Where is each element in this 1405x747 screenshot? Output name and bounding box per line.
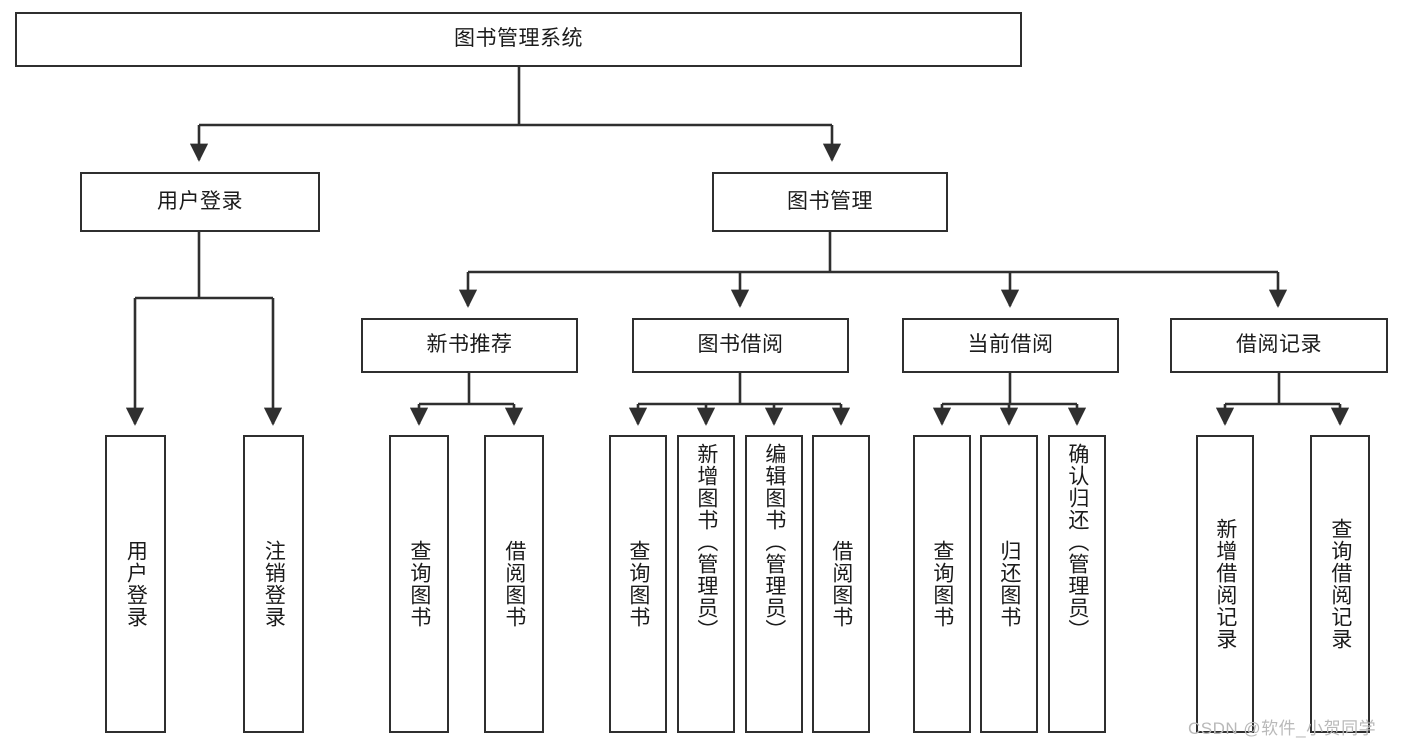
node-root-label: 图书管理系统	[454, 27, 583, 51]
leaf-query-borrow-record[interactable]: 查询借阅记录	[1310, 435, 1370, 733]
node-current-borrow[interactable]: 当前借阅	[902, 318, 1119, 373]
leaf-add-book[interactable]: 新增图书（管理员）	[677, 435, 735, 733]
leaf-confirm-return-label: 确认归还（管理员）	[1065, 443, 1089, 641]
leaf-query-book-rec[interactable]: 查询图书	[389, 435, 449, 733]
leaf-add-borrow-record-label: 新增借阅记录	[1213, 518, 1237, 650]
node-user-login-label: 用户登录	[157, 189, 243, 213]
csdn-watermark: CSDN @软件_小贺同学	[1188, 719, 1377, 738]
leaf-query-book-rec-label: 查询图书	[407, 540, 431, 628]
node-book-manage[interactable]: 图书管理	[712, 172, 948, 232]
leaf-add-borrow-record[interactable]: 新增借阅记录	[1196, 435, 1254, 733]
leaf-user-logout[interactable]: 注销登录	[243, 435, 304, 733]
leaf-user-login-label: 用户登录	[124, 540, 148, 628]
node-borrow-record[interactable]: 借阅记录	[1170, 318, 1388, 373]
leaf-confirm-return[interactable]: 确认归还（管理员）	[1048, 435, 1106, 733]
node-current-borrow-label: 当前借阅	[967, 333, 1054, 357]
node-root[interactable]: 图书管理系统	[15, 12, 1022, 67]
node-user-login[interactable]: 用户登录	[80, 172, 320, 232]
leaf-query-book-cb-label: 查询图书	[930, 540, 954, 628]
node-borrow-record-label: 借阅记录	[1236, 333, 1322, 357]
leaf-return-book-label: 归还图书	[997, 540, 1021, 628]
leaf-query-book-cb[interactable]: 查询图书	[913, 435, 971, 733]
node-book-borrow[interactable]: 图书借阅	[632, 318, 849, 373]
leaf-borrow-book-rec-label: 借阅图书	[502, 540, 526, 628]
leaf-return-book[interactable]: 归还图书	[980, 435, 1038, 733]
leaf-user-login[interactable]: 用户登录	[105, 435, 166, 733]
node-new-book-rec-label: 新书推荐	[426, 333, 513, 357]
leaf-add-book-label: 新增图书（管理员）	[694, 443, 718, 641]
leaf-edit-book-label: 编辑图书（管理员）	[762, 443, 786, 641]
leaf-borrow-book-rec[interactable]: 借阅图书	[484, 435, 544, 733]
leaf-edit-book[interactable]: 编辑图书（管理员）	[745, 435, 803, 733]
leaf-query-book-bb-label: 查询图书	[626, 540, 650, 628]
node-new-book-rec[interactable]: 新书推荐	[361, 318, 578, 373]
leaf-borrow-book-bb-label: 借阅图书	[829, 540, 853, 628]
leaf-borrow-book-bb[interactable]: 借阅图书	[812, 435, 870, 733]
leaf-user-logout-label: 注销登录	[262, 540, 286, 628]
node-book-manage-label: 图书管理	[787, 189, 873, 213]
node-book-borrow-label: 图书借阅	[697, 333, 784, 357]
leaf-query-book-bb[interactable]: 查询图书	[609, 435, 667, 733]
leaf-query-borrow-record-label: 查询借阅记录	[1328, 518, 1352, 650]
